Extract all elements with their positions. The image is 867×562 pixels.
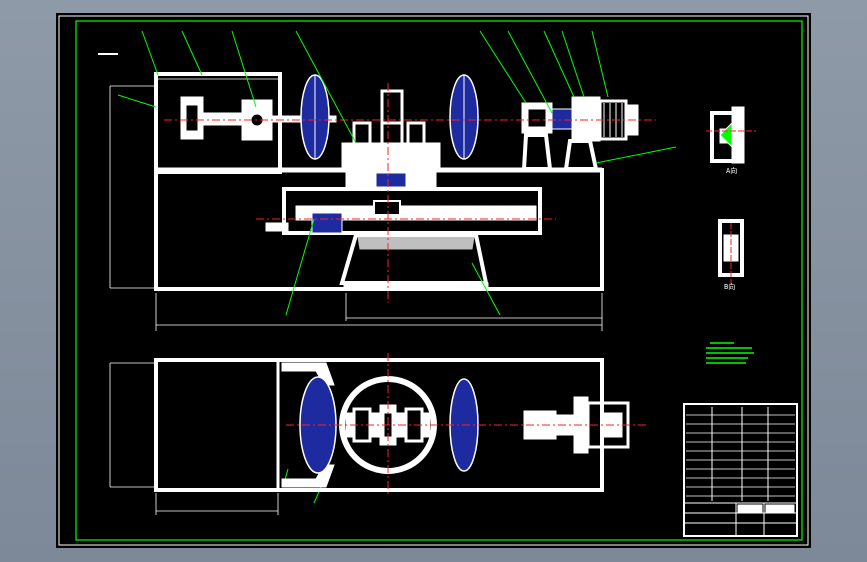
detail-a-label: A向 xyxy=(726,166,737,175)
motor xyxy=(571,96,601,142)
cad-drawing: A向 B向 xyxy=(58,15,809,546)
detail-view-b xyxy=(718,219,744,285)
dimensions-front xyxy=(109,78,603,331)
title-block xyxy=(683,403,798,537)
title-block-rows xyxy=(686,414,795,497)
drawing-sheet: A向 B向 xyxy=(56,13,811,548)
dimensions-plan xyxy=(109,362,279,515)
centerlines-plan xyxy=(286,353,646,495)
detail-view-a xyxy=(706,106,756,164)
tech-notes xyxy=(706,342,754,364)
drawing-border xyxy=(75,20,803,541)
detail-b-label: B向 xyxy=(724,282,735,291)
plan-view xyxy=(154,358,630,492)
sheet-frame xyxy=(58,15,809,546)
centerlines-front xyxy=(164,83,656,303)
front-view xyxy=(154,72,639,291)
